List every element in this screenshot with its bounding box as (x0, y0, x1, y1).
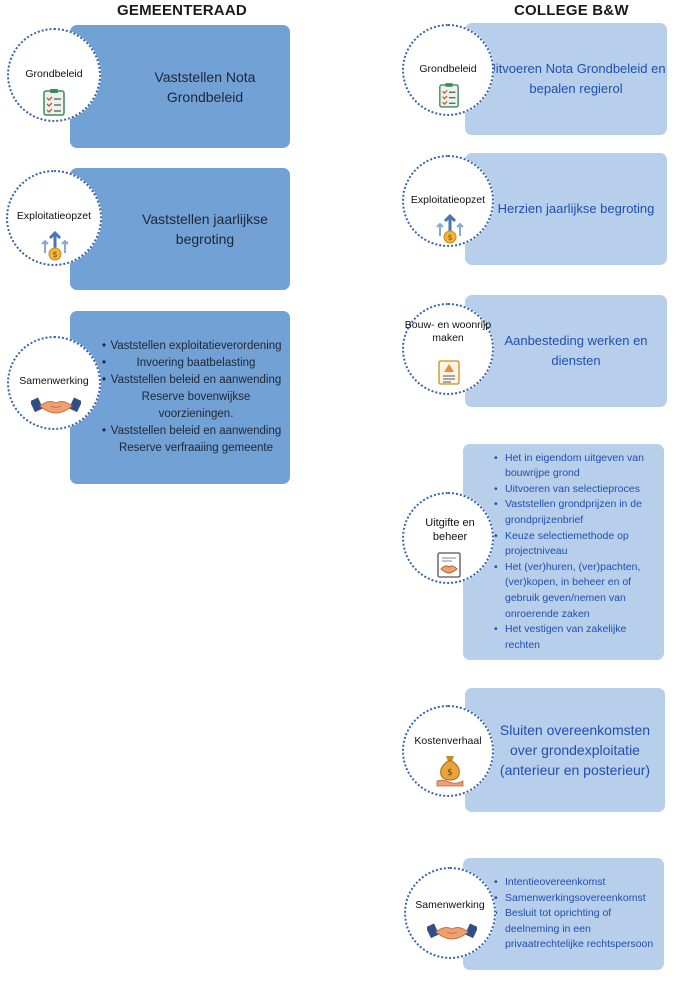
handshake-icon (31, 397, 81, 414)
circle-label: Grondbeleid (25, 68, 83, 80)
right-box-exploitatieopzet: Herzien jaarlijkse begroting (465, 153, 667, 265)
circle-label: Bouw- en woonrijp maken (404, 319, 492, 344)
list-item: Het (ver)huren, (ver)pachten, (ver)kopen… (493, 560, 656, 622)
list-item: Invoering baatbelasting (100, 355, 282, 372)
list-item: Vaststellen grondprijzen in de grondprij… (493, 497, 656, 528)
header-college-bw: COLLEGE B&W (514, 2, 629, 19)
clipboard-checklist-icon (43, 89, 65, 116)
right-circle-exploitatieopzet: Exploitatieopzet $ (402, 155, 494, 247)
left-circle-exploitatieopzet: Exploitatieopzet $ (6, 170, 102, 266)
list-item: Vaststellen beleid en aanwending Reserve… (100, 372, 282, 423)
right-box-kostenverhaal: Sluiten overeenkomsten over grondexploit… (465, 688, 665, 812)
list-item: Uitvoeren van selectieproces (493, 482, 656, 498)
right-box-grondbeleid: Uitvoeren Nota Grondbeleid en bepalen re… (465, 23, 667, 135)
list-item: Het in eigendom uitgeven van bouwrijpe g… (493, 451, 656, 482)
right-box-uitgifte-beheer: Het in eigendom uitgeven van bouwrijpe g… (463, 444, 664, 660)
circle-label: Exploitatieopzet (410, 194, 486, 206)
list-item: Keuze selectiemethode op projectniveau (493, 529, 656, 560)
right-box-text: Herzien jaarlijkse begroting (497, 201, 655, 216)
list-item: Intentieovereenkomst (493, 875, 656, 891)
right-box-samenwerking: Intentieovereenkomst Samenwerkingsoveree… (463, 858, 664, 970)
svg-text:$: $ (52, 250, 57, 259)
right-box-text: Sluiten overeenkomsten over grondexploit… (499, 722, 651, 778)
left-circle-grondbeleid: Grondbeleid (7, 28, 101, 122)
svg-text:$: $ (447, 233, 452, 242)
contract-handshake-icon (437, 552, 461, 578)
left-box-text: Vaststellen Nota Grondbeleid (154, 68, 256, 105)
left-box-exploitatieopzet: Vaststellen jaarlijkse begroting (70, 168, 290, 290)
left-box-samenwerking: Vaststellen exploitatieverordening Invoe… (70, 311, 290, 484)
clipboard-checklist-icon (439, 83, 459, 108)
right-circle-bouw-woonrijp: Bouw- en woonrijp maken (402, 303, 494, 395)
left-box-text: Vaststellen jaarlijkse begroting (142, 211, 268, 247)
header-gemeenteraad: GEMEENTERAAD (117, 2, 247, 19)
list-item: Vaststellen exploitatieverordening (100, 338, 282, 355)
right-circle-uitgifte-beheer: Uitgifte en beheer (402, 492, 494, 584)
arrows-coin-icon: $ (41, 230, 69, 261)
circle-label: Samenwerking (415, 899, 485, 911)
left-box-grondbeleid: Vaststellen Nota Grondbeleid (70, 25, 290, 148)
list-item: Besluit tot oprichting of deelneming in … (493, 906, 656, 953)
right-uitgifte-list: Het in eigendom uitgeven van bouwrijpe g… (493, 451, 656, 654)
list-item: Vaststellen beleid en aanwending Reserve… (100, 423, 282, 457)
money-bag-hand-icon: $ (436, 756, 464, 787)
circle-label: Samenwerking (19, 375, 89, 387)
circle-label: Kostenverhaal (414, 735, 482, 747)
right-circle-samenwerking: Samenwerking (404, 867, 496, 959)
right-samenwerking-list: Intentieovereenkomst Samenwerkingsoveree… (493, 875, 656, 953)
arrows-coin-icon: $ (436, 213, 464, 244)
right-box-bouw-woonrijp: Aanbesteding werken en diensten (465, 295, 667, 407)
right-box-text: Uitvoeren Nota Grondbeleid en bepalen re… (486, 61, 666, 96)
list-item: Samenwerkingsovereenkomst (493, 891, 656, 907)
svg-text:$: $ (447, 768, 453, 778)
right-circle-grondbeleid: Grondbeleid (402, 24, 494, 116)
circle-label: Grondbeleid (419, 63, 477, 75)
left-circle-samenwerking: Samenwerking (7, 336, 101, 430)
right-box-text: Aanbesteding werken en diensten (504, 333, 648, 368)
handshake-icon (427, 923, 477, 940)
left-samenwerking-list: Vaststellen exploitatieverordening Invoe… (100, 338, 282, 457)
right-circle-kostenverhaal: Kostenverhaal $ (402, 705, 494, 797)
circle-label: Uitgifte en beheer (425, 517, 475, 543)
construction-document-icon (438, 360, 460, 385)
list-item: Het vestigen van zakelijke rechten (493, 622, 656, 653)
circle-label: Exploitatieopzet (16, 210, 92, 222)
